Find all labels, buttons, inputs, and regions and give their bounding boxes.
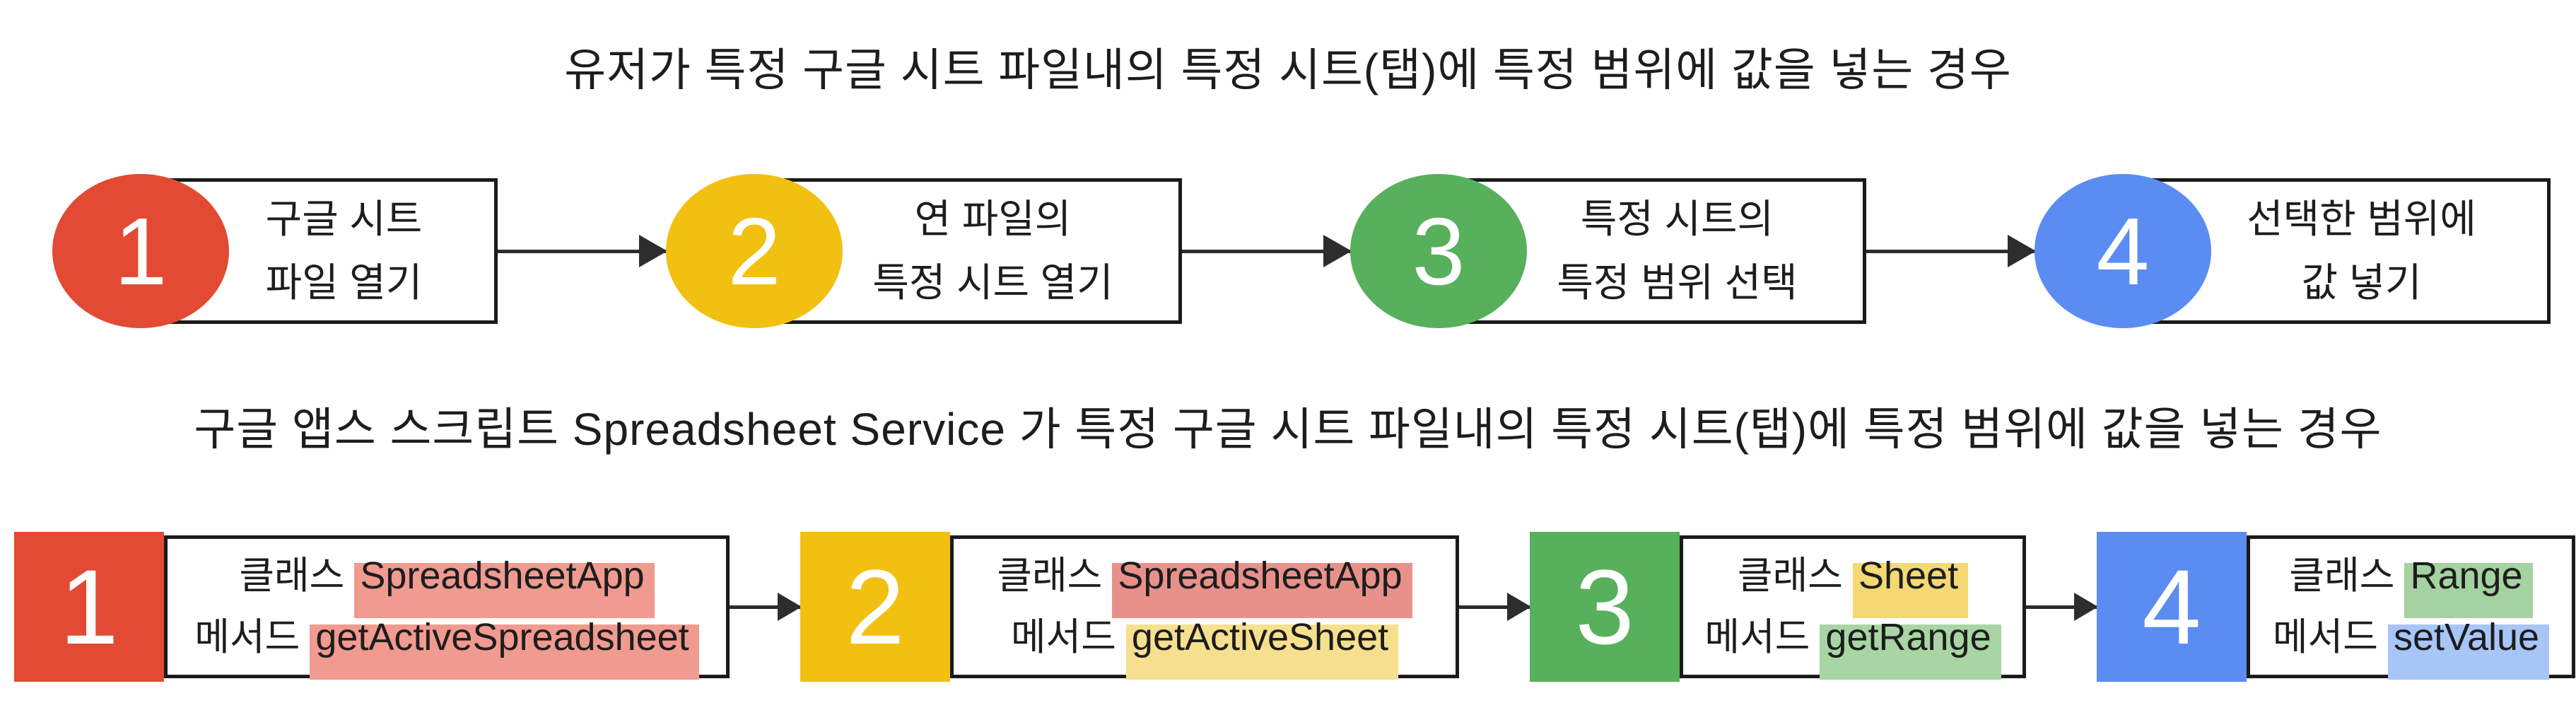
class-label: 클래스 bbox=[239, 554, 345, 597]
method-label: 메서드 bbox=[194, 616, 300, 658]
class-label: 클래스 bbox=[997, 554, 1103, 597]
step-number-square: 2 bbox=[800, 532, 950, 682]
step-number-square: 4 bbox=[2097, 532, 2247, 682]
step-number-circle: 1 bbox=[52, 174, 229, 328]
step-number: 2 bbox=[845, 547, 905, 666]
step-text-line: 구글 시트 bbox=[265, 197, 423, 242]
step-number-square: 1 bbox=[14, 532, 164, 682]
method-name-highlight: getRange bbox=[1820, 616, 2001, 680]
method-label: 메서드 bbox=[1010, 616, 1116, 658]
step-number: 3 bbox=[1575, 547, 1634, 666]
method-name-highlight: setValue bbox=[2387, 616, 2550, 680]
step-number-square: 3 bbox=[1530, 532, 1680, 682]
step-number: 1 bbox=[114, 197, 168, 305]
step-number: 4 bbox=[2096, 197, 2150, 305]
user-step-1: 1 구글 시트 파일 열기 bbox=[52, 174, 498, 328]
step-text-line: 특정 범위 선택 bbox=[1557, 260, 1798, 305]
method-label: 메서드 bbox=[2272, 616, 2378, 658]
step-text-line: 특정 시트의 bbox=[1580, 197, 1774, 242]
script-flow-title: 구글 앱스 스크립트 Spreadsheet Service 가 특정 구글 시… bbox=[194, 404, 2382, 455]
step-number: 3 bbox=[1412, 197, 1465, 305]
arrow-right-icon bbox=[1866, 249, 2035, 253]
method-name-highlight: getActiveSpreadsheet bbox=[310, 616, 699, 680]
user-flow-row: 1 구글 시트 파일 열기 2 연 파일의 특정 시트 열기 3 특정 시트의 bbox=[52, 174, 2551, 328]
user-flow-title: 유저가 특정 구글 시트 파일내의 특정 시트(탭)에 특정 범위에 값을 넣는… bbox=[564, 45, 2012, 95]
class-name-highlight: SpreadsheetApp bbox=[354, 554, 655, 618]
class-name-highlight: SpreadsheetApp bbox=[1112, 554, 1412, 618]
class-label: 클래스 bbox=[2289, 554, 2395, 597]
step-text-line: 연 파일의 bbox=[914, 197, 1072, 242]
arrow-right-icon bbox=[1182, 249, 1350, 253]
user-step-3: 3 특정 시트의 특정 범위 선택 bbox=[1350, 174, 1866, 328]
step-text-line: 특정 시트 열기 bbox=[872, 260, 1113, 305]
step-number-circle: 3 bbox=[1350, 174, 1527, 328]
step-text-line: 선택한 범위에 bbox=[2247, 197, 2476, 242]
class-name-highlight: Sheet bbox=[1852, 554, 1969, 618]
step-text-line: 파일 열기 bbox=[265, 260, 423, 305]
arrow-right-icon bbox=[498, 249, 666, 253]
arrow-right-icon bbox=[2026, 605, 2097, 609]
arrow-right-icon bbox=[1459, 605, 1530, 609]
step-number: 1 bbox=[59, 547, 119, 666]
step-number: 4 bbox=[2142, 547, 2201, 666]
arrow-right-icon bbox=[730, 605, 800, 609]
user-step-4: 4 선택한 범위에 값 넣기 bbox=[2035, 174, 2551, 328]
step-text-line: 값 넣기 bbox=[2301, 260, 2422, 305]
class-name-highlight: Range bbox=[2404, 554, 2533, 618]
class-label: 클래스 bbox=[1737, 554, 1843, 597]
step-number: 2 bbox=[727, 197, 781, 305]
method-label: 메서드 bbox=[1704, 616, 1810, 658]
step-box: 특정 시트의 특정 범위 선택 bbox=[1439, 178, 1866, 324]
user-step-2: 2 연 파일의 특정 시트 열기 bbox=[666, 174, 1182, 328]
step-number-circle: 4 bbox=[2035, 174, 2211, 328]
step-number-circle: 2 bbox=[666, 174, 843, 328]
step-box: 연 파일의 특정 시트 열기 bbox=[754, 178, 1182, 324]
method-name-highlight: getActiveSheet bbox=[1125, 616, 1399, 680]
